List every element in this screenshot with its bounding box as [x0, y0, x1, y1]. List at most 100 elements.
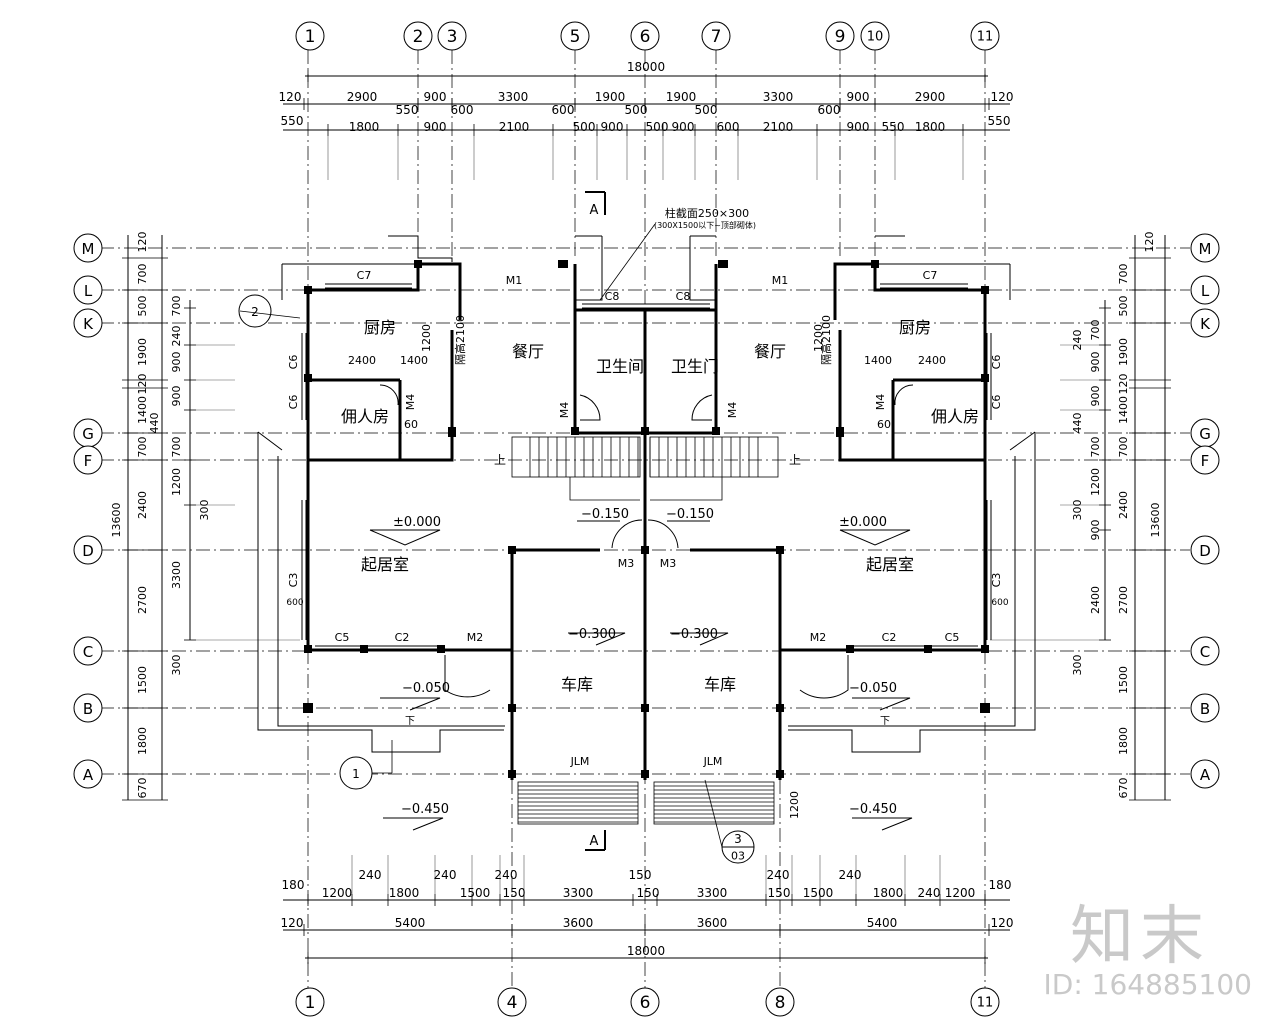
dim-bottom: 5400 [867, 916, 898, 930]
dim-top-mid: 550 [396, 103, 419, 117]
detail-ref-2: 2 [251, 305, 259, 319]
room-maid-right: 佣人房 [931, 407, 979, 426]
dim-top-row1: 1900 [595, 90, 626, 104]
door-label-m3: M3 [660, 557, 677, 570]
dim-top-row2: 550 [882, 120, 905, 134]
dim-right: 440 [1071, 413, 1084, 434]
column-note-2: (300X1500以下~顶部砌体) [654, 220, 756, 230]
door-label-m3: M3 [618, 557, 635, 570]
dim-bottom: 1800 [873, 886, 904, 900]
dim-bottom: 1200 [945, 886, 976, 900]
axis-label-right-A: A [1200, 766, 1211, 784]
dim-left-inner: 900 [170, 386, 183, 407]
dim-left-total: 13600 [110, 503, 123, 538]
window-label-c7: C7 [357, 269, 372, 282]
dim-bottom: 3300 [697, 886, 728, 900]
dim-left: 700 [136, 437, 149, 458]
dim-right-total: 13600 [1149, 503, 1162, 538]
dim-top-row1: 1900 [666, 90, 697, 104]
dim-top-row2: 550 [281, 114, 304, 128]
dim-top-row2: 500 [646, 120, 669, 134]
axis-label-bottom-4: 4 [507, 993, 518, 1013]
dim-bottom: 180 [282, 878, 305, 892]
axis-label-bottom-1: 1 [305, 993, 316, 1013]
dim-top-row2: 900 [601, 120, 624, 134]
axis-label-top-5: 5 [570, 27, 581, 47]
dim-bottom-total: 18000 [627, 944, 665, 958]
door-label-jlm: JLM [703, 755, 723, 768]
dim-top-mid: 600 [818, 103, 841, 117]
dim-top-mid: 500 [625, 103, 648, 117]
level-garage-right: −0.300 [670, 627, 718, 642]
dim-right: 120 [1143, 232, 1156, 253]
room-living-left: 起居室 [361, 555, 409, 574]
dim-top-row2: 900 [424, 120, 447, 134]
dim-right-inner: 900 [1089, 386, 1102, 407]
dim-top-mid: 500 [695, 103, 718, 117]
dim-left-inner: 700 [170, 296, 183, 317]
dim-left-inner: 900 [170, 352, 183, 373]
dim-right: 1400 [1117, 396, 1130, 424]
axis-label-left-F: F [84, 452, 93, 470]
dim-right-inner: 300 [1071, 655, 1084, 676]
window-label-c8: C8 [676, 290, 691, 303]
axis-bubble-bottom-6 [630, 987, 660, 1017]
dim-top-total: 18000 [627, 60, 665, 74]
window-label-c3: C3 [990, 573, 1003, 588]
stair-down-left: 下 [405, 716, 415, 727]
room-garage-left: 车库 [561, 675, 593, 694]
dim-right-inner: 240 [1071, 330, 1084, 351]
level-living-right: ±0.000 [839, 515, 887, 530]
axis-label-left-M: M [82, 240, 95, 258]
dim-right-inner: 2400 [1089, 586, 1102, 614]
dim-bottom: 150 [637, 886, 660, 900]
level-garage-left: −0.300 [568, 627, 616, 642]
axis-label-top-10: 10 [867, 30, 884, 45]
dim-top-row1: 3300 [763, 90, 794, 104]
axis-label-left-C: C [83, 643, 93, 661]
axis-label-right-F: F [1201, 452, 1210, 470]
dim-bottom: 240 [839, 868, 862, 882]
dim-top-row2: 1800 [349, 120, 380, 134]
dim-right-inner: 900 [1089, 520, 1102, 541]
level-stair-left: −0.150 [581, 507, 629, 522]
axis-label-top-11: 11 [977, 30, 994, 45]
dim-bottom: 1500 [460, 886, 491, 900]
dim-bottom: 180 [989, 878, 1012, 892]
axis-label-left-A: A [83, 766, 94, 784]
room-dining-right: 餐厅 [754, 342, 786, 361]
axis-label-right-L: L [1201, 282, 1210, 300]
dim-left: 440 [148, 413, 161, 434]
vent-height: 隔高2100 [819, 315, 833, 365]
dim-bottom: 1800 [389, 886, 420, 900]
dim-bottom: 3600 [563, 916, 594, 930]
door-label-m1: M1 [506, 274, 523, 287]
detail-ref-03: 03 [731, 850, 745, 863]
axis-bubble-top-6 [630, 21, 660, 51]
dim-left: 120 [136, 232, 149, 253]
window-label-c5: C5 [335, 631, 350, 644]
room-garage-right: 车库 [704, 675, 736, 694]
dim-left: 1900 [136, 338, 149, 366]
dim-right-inner: 300 [1071, 500, 1084, 521]
window-c3-height: 600 [286, 598, 303, 608]
dim-bottom: 150 [629, 868, 652, 882]
dim-top-row2: 2100 [763, 120, 794, 134]
dim-top-mid: 600 [552, 103, 575, 117]
level-porch-left: −0.050 [402, 681, 450, 696]
axis-label-top-2: 2 [413, 27, 424, 47]
dim-kitchen-1400: 1400 [864, 354, 892, 367]
dim-60: 60 [877, 418, 891, 431]
axis-bubble-top-11 [970, 21, 1000, 51]
axis-label-left-G: G [82, 425, 94, 443]
axis-label-top-9: 9 [835, 27, 846, 47]
axis-label-right-M: M [1199, 240, 1212, 258]
axis-label-right-G: G [1199, 425, 1211, 443]
axis-label-left-L: L [84, 282, 93, 300]
dim-left-inner: 700 [170, 437, 183, 458]
room-kitchen-left: 厨房 [364, 318, 396, 337]
dim-left-inner: 300 [170, 655, 183, 676]
vent-height: 隔高2100 [453, 315, 467, 365]
dim-bottom: 3600 [697, 916, 728, 930]
window-label-c7: C7 [923, 269, 938, 282]
